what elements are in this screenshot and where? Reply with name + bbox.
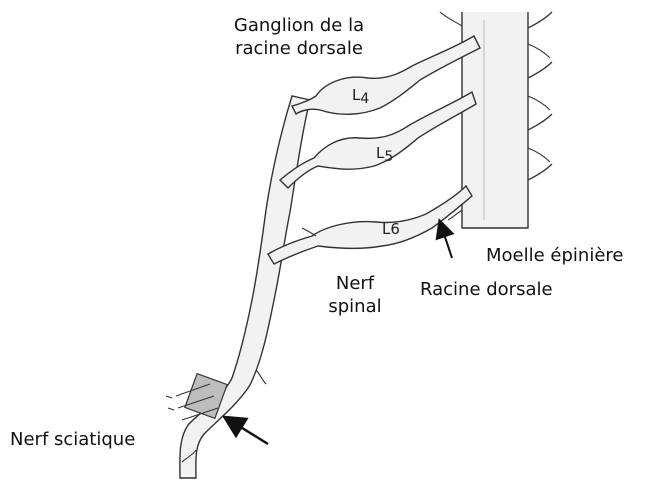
segment-label-l6: L6 (382, 220, 400, 238)
segment-label-l4: L4 (352, 86, 369, 107)
ganglion-label-line2: racine dorsale (216, 37, 382, 60)
racine-dorsale-arrow (440, 222, 452, 258)
nerf-spinal-line2: spinal (318, 295, 392, 318)
nerf-spinal-line1: Nerf (318, 272, 392, 295)
sciatique-arrow (226, 418, 268, 444)
moelle-label: Moelle épinière (486, 244, 623, 267)
nerf-sciatique-label: Nerf sciatique (10, 428, 135, 451)
ganglion-label: Ganglion de la racine dorsale (216, 14, 382, 60)
nerve-trunk (180, 96, 310, 478)
nerf-spinal-label: Nerf spinal (318, 272, 392, 318)
racine-dorsale-label: Racine dorsale (420, 278, 553, 301)
segment-label-l5: L5 (376, 144, 393, 165)
ganglion-label-line1: Ganglion de la (216, 14, 382, 37)
